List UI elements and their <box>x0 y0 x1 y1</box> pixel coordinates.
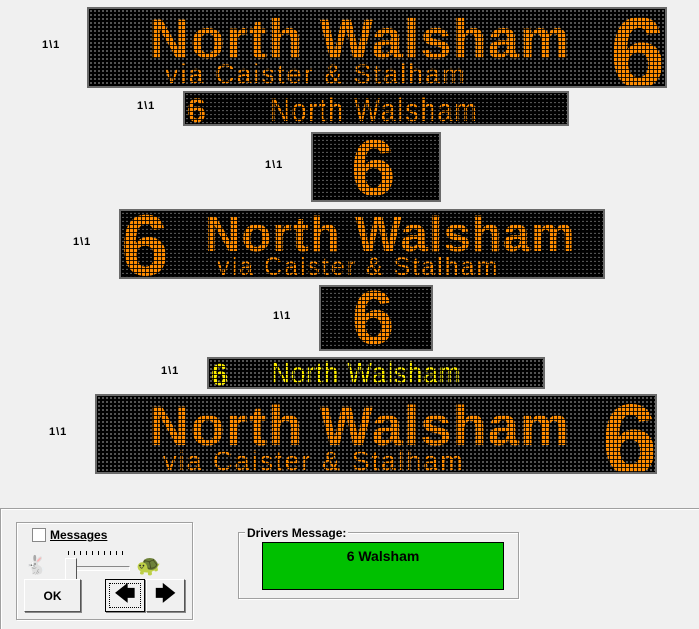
previous-button[interactable]: 🡄 <box>105 579 145 612</box>
sign-5-label: 1\1 <box>273 310 292 322</box>
tortoise-icon: 🐢 <box>136 555 161 577</box>
rabbit-icon: 🐇 <box>25 555 48 575</box>
sign-3[interactable]: 6 <box>311 132 441 202</box>
sign-6-label: 1\1 <box>161 365 180 377</box>
drivers-message-text: 6 Walsham <box>346 548 420 564</box>
bottom-panel <box>0 508 699 629</box>
route-number: 6 <box>121 209 169 279</box>
sign-3-label: 1\1 <box>265 159 284 171</box>
next-button[interactable]: 🡆 <box>146 579 185 612</box>
sign-4-label: 1\1 <box>73 236 92 248</box>
sign-2[interactable]: 6 North Walsham <box>183 91 569 126</box>
ok-button[interactable]: OK <box>24 579 81 612</box>
route-number: 6 <box>187 92 206 126</box>
route-number: 6 <box>211 357 229 389</box>
slider-ticks <box>68 551 126 555</box>
via-text: via Caister & Stalham <box>163 446 465 474</box>
sign-4[interactable]: 6 North Walsham via Caister & Stalham <box>119 209 605 279</box>
route-number: 6 <box>351 132 396 202</box>
arrow-right-icon: 🡆 <box>155 582 176 605</box>
sign-7[interactable]: North Walsham via Caister & Stalham 6 <box>95 394 657 474</box>
route-number: 6 <box>352 285 395 351</box>
via-text: via Caister & Stalham <box>217 253 500 279</box>
sign-1[interactable]: North Walsham via Caister & Stalham 6 <box>87 7 667 88</box>
drivers-message-group <box>238 532 519 599</box>
drivers-message-title: Drivers Message: <box>245 526 349 540</box>
sign-1-label: 1\1 <box>42 39 61 51</box>
sign-2-label: 1\1 <box>137 100 156 112</box>
controls-group <box>16 522 193 620</box>
destination: North Walsham <box>149 7 571 70</box>
speed-slider-thumb[interactable] <box>65 558 77 580</box>
drivers-message-display: 6 Walsham <box>262 542 504 590</box>
messages-label[interactable]: Messages <box>50 528 108 542</box>
messages-checkbox[interactable] <box>32 528 46 542</box>
destination: North Walsham <box>271 357 462 389</box>
destination: North Walsham <box>205 209 576 262</box>
sign-7-label: 1\1 <box>49 426 68 438</box>
route-number: 6 <box>610 7 666 88</box>
sign-5[interactable]: 6 <box>319 285 433 351</box>
destination: North Walsham <box>149 394 571 457</box>
destination: North Walsham <box>270 92 479 126</box>
route-number: 6 <box>602 394 657 474</box>
arrow-left-icon: 🡄 <box>114 582 136 605</box>
sign-6[interactable]: 6 North Walsham <box>207 357 545 389</box>
via-text: via Caister & Stalham <box>165 59 467 88</box>
